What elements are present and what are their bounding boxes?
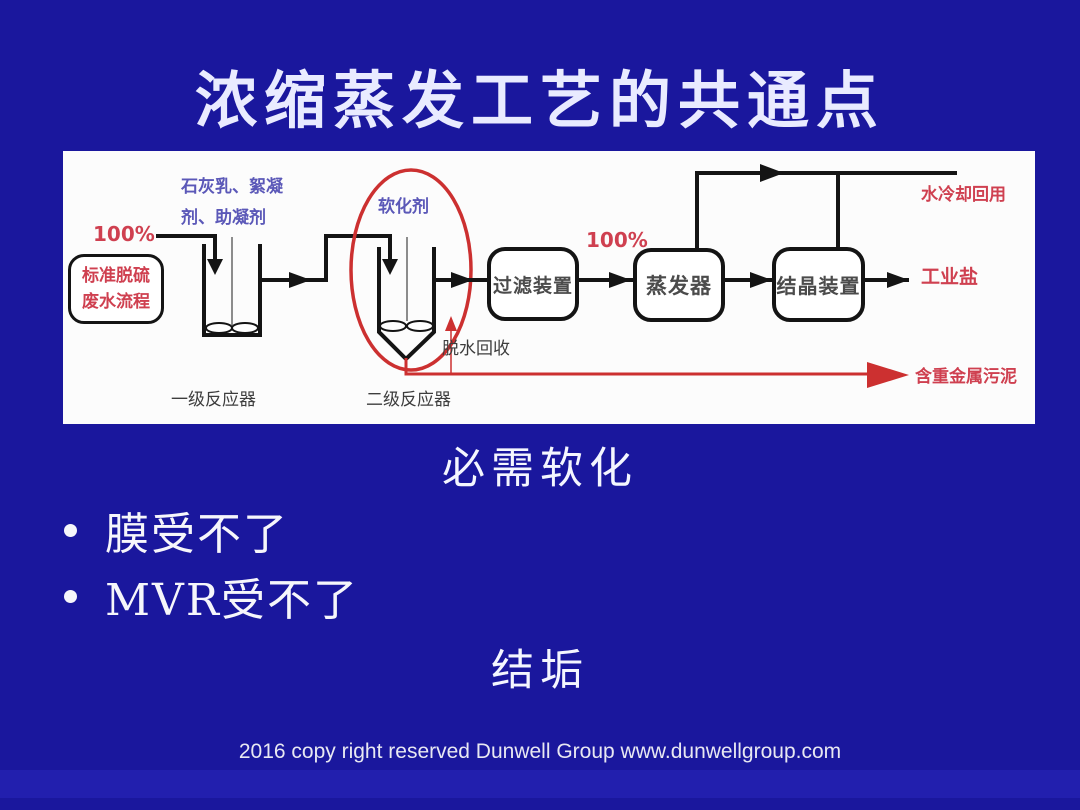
bullet-dot-icon (64, 523, 77, 537)
arrow-into-filter (451, 272, 473, 288)
copyright-footer: 2016 copy right reserved Dunwell Group w… (238, 740, 842, 763)
industrial-salt-label: 工业盐 (921, 266, 979, 288)
dewater-recovery-label: 脱水回收 (442, 339, 510, 359)
softener-label: 软化剂 (378, 197, 429, 217)
arrow-right-between-reactors (289, 272, 311, 288)
bullet-dot-icon (64, 589, 77, 603)
process-flow-diagram-panel: 100% 标准脱硫 废水流程 石灰乳、絮凝 剂、助凝剂 软化剂 100% 脱水回… (63, 151, 1035, 424)
water-reuse-label: 水冷却回用 (921, 185, 1006, 205)
reactor2-impeller-left (379, 320, 407, 332)
reagents-line2: 剂、助凝剂 (181, 208, 266, 228)
slide-title: 浓缩蒸发工艺的共通点 (194, 64, 885, 137)
arrow-to-industrial-salt (887, 272, 909, 288)
red-highlight-ellipse (349, 168, 473, 372)
arrow-down-into-reactor1 (207, 259, 223, 275)
arrow-dewater-return (445, 316, 457, 331)
arrow-into-crystallizer (750, 272, 772, 288)
bullet-item-1: 膜受不了 (64, 498, 289, 562)
reactor2-label: 二级反应器 (366, 390, 451, 410)
subtitle-must-soften: 必需软化 (442, 444, 638, 494)
sludge-line (404, 358, 871, 376)
bullet-item-2: MVR受不了 (64, 564, 359, 628)
bullet-1-text: 膜受不了 (105, 509, 289, 560)
crystallizer-unit-box: 结晶装置 (772, 247, 865, 322)
pipe-reactor1-to-reactor2 (260, 234, 392, 282)
bottom-accent-band (0, 770, 1080, 798)
reagents-label: 石灰乳、絮凝 剂、助凝剂 (181, 172, 283, 234)
bullet-2-text: MVR受不了 (105, 575, 359, 626)
evaporator-unit-box: 蒸发器 (633, 248, 725, 322)
reactor1-impeller-right (231, 322, 259, 334)
flow-lines-graphic (156, 164, 957, 388)
reactor2-impeller-right (406, 320, 434, 332)
reactor1-impeller-left (205, 322, 233, 334)
reactor1-label: 一级反应器 (171, 390, 256, 410)
source-percent-label: 100% (93, 222, 155, 246)
arrow-to-sludge (867, 362, 909, 388)
source-box-line1: 标准脱硫 (82, 265, 150, 286)
water-reuse-line (695, 171, 957, 248)
sludge-label: 含重金属污泥 (915, 367, 1017, 387)
arrow-down-into-reactor2 (382, 259, 398, 275)
arrow-on-water-reuse-line (760, 164, 784, 182)
filter-percent-label: 100% (586, 228, 648, 252)
source-process-box: 标准脱硫 废水流程 (68, 254, 164, 324)
reagents-line1: 石灰乳、絮凝 (181, 177, 283, 197)
inlet-pipe-1 (156, 234, 217, 261)
reactor1-vessel (202, 244, 262, 337)
source-box-line2: 废水流程 (82, 292, 150, 312)
arrow-into-evaporator (609, 272, 631, 288)
note-scaling: 结垢 (491, 646, 589, 696)
filter-unit-box: 过滤装置 (487, 247, 579, 321)
